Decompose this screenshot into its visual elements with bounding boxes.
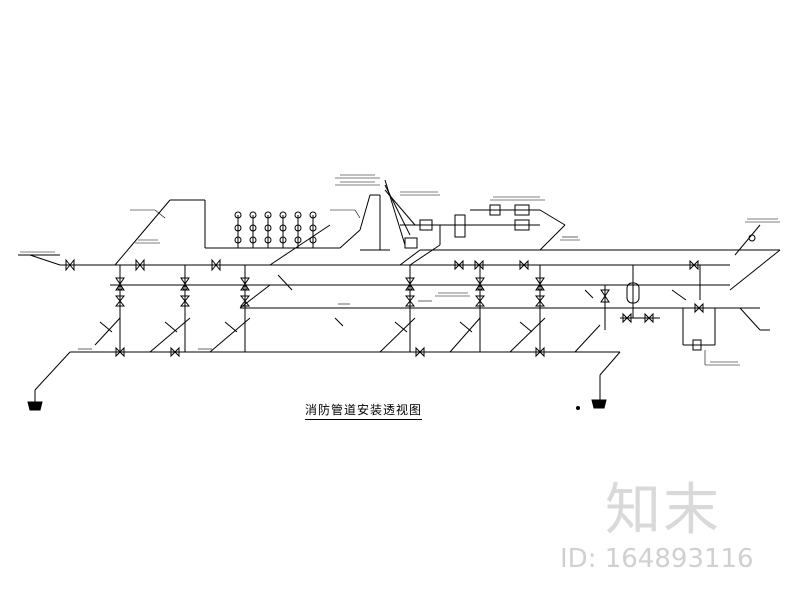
watermark-id: ID: 164893116 [560, 544, 754, 574]
risers [94, 265, 606, 353]
upper-manifold [114, 194, 390, 266]
annotation-leaders [130, 177, 780, 366]
pump-assembly [384, 179, 566, 266]
pressure-tank-area [620, 224, 761, 351]
valves [65, 258, 704, 358]
dimension-marks [20, 174, 778, 363]
diagram-title: 消防管道安装透视图 [305, 401, 423, 420]
watermark-logo: 知末 [605, 478, 721, 543]
pressure-tank [626, 282, 640, 304]
outlet-fittings [27, 234, 756, 411]
main-pipes [18, 244, 781, 402]
